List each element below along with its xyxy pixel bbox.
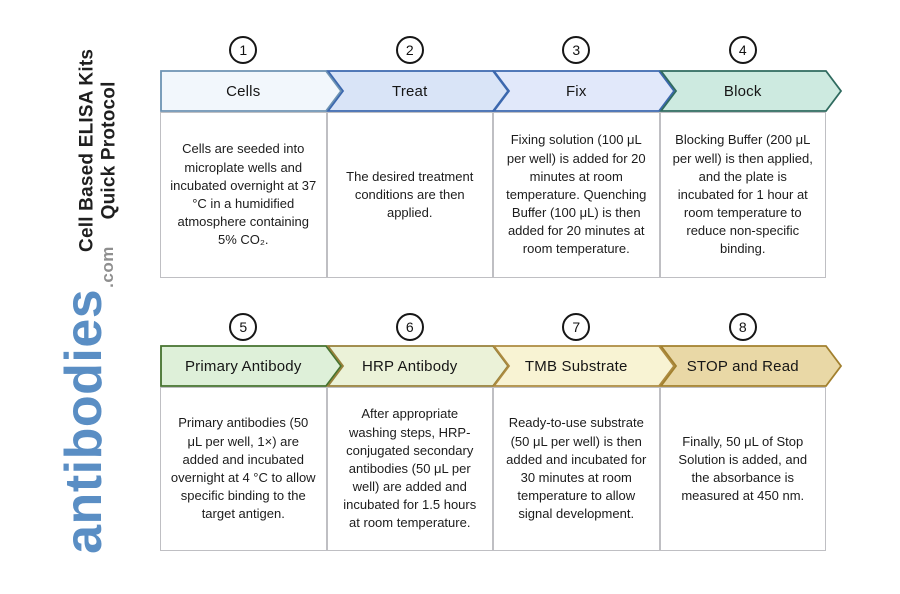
step-2-arrow: Treat <box>325 70 509 112</box>
chevron-arrow-icon <box>492 345 676 387</box>
step-5-number: 5 <box>229 313 258 341</box>
step-3-description: Fixing solution (100 μL per well) is add… <box>493 112 660 278</box>
step-4-label: Block <box>723 82 762 100</box>
brand-logo-suffix: .com <box>98 246 117 288</box>
step-6-label: HRP Antibody <box>361 357 458 375</box>
step-1-arrow: Cells <box>160 70 343 112</box>
step-2-description: The desired treatment conditions are the… <box>326 112 493 278</box>
step-7-label: TMB Substrate <box>524 357 628 375</box>
chevron-arrow-icon <box>658 345 842 387</box>
step-8-arrow: STOP and Read <box>658 345 842 387</box>
chevron-arrow-icon <box>160 345 343 387</box>
step-3-label: Fix <box>565 82 587 100</box>
step-1-label: Cells <box>226 82 261 100</box>
flow-row-top: 1 2 3 4 Cells Treat Fix <box>160 36 842 278</box>
brand-logo: antibodies.com <box>54 218 122 582</box>
chevron-arrow-icon <box>658 70 842 112</box>
arrow-band-top: Cells Treat Fix Block <box>160 70 842 112</box>
step-6-arrow: HRP Antibody <box>325 345 509 387</box>
chevron-arrow-icon <box>325 345 509 387</box>
step-number-band-top: 1 2 3 4 <box>160 36 826 64</box>
step-2-label: Treat <box>392 82 428 100</box>
chevron-arrow-icon <box>325 70 509 112</box>
step-7-number: 7 <box>562 313 591 341</box>
chevron-arrow-icon <box>492 70 676 112</box>
step-8-description: Finally, 50 μL of Stop Solution is added… <box>659 387 826 551</box>
step-1-number: 1 <box>229 36 258 64</box>
step-5-arrow: Primary Antibody <box>160 345 343 387</box>
arrow-band-bottom: Primary Antibody HRP Antibody TMB Substr… <box>160 345 842 387</box>
step-8-number: 8 <box>728 313 757 341</box>
step-4-number: 4 <box>728 36 757 64</box>
brand-logo-text: antibodies <box>55 288 113 554</box>
step-8-label: STOP and Read <box>686 357 799 375</box>
step-4-description: Blocking Buffer (200 μL per well) is the… <box>659 112 826 278</box>
step-6-number: 6 <box>395 313 424 341</box>
step-number-band-bottom: 5 6 7 8 <box>160 313 826 341</box>
flow-row-bottom: 5 6 7 8 Primary Antibody HRP Antibody <box>160 313 842 551</box>
step-7-description: Ready-to-use substrate (50 μL per well) … <box>493 387 660 551</box>
step-1-description: Cells are seeded into microplate wells a… <box>160 112 327 278</box>
step-6-description: After appropriate washing steps, HRP-con… <box>326 387 493 551</box>
step-5-label: Primary Antibody <box>184 357 302 375</box>
step-3-arrow: Fix <box>492 70 676 112</box>
description-band-top: Cells are seeded into microplate wells a… <box>160 112 826 278</box>
step-2-number: 2 <box>395 36 424 64</box>
step-5-description: Primary antibodies (50 μL per well, 1×) … <box>160 387 327 551</box>
description-band-bottom: Primary antibodies (50 μL per well, 1×) … <box>160 387 826 551</box>
step-7-arrow: TMB Substrate <box>492 345 676 387</box>
step-3-number: 3 <box>562 36 591 64</box>
chevron-arrow-icon <box>160 70 343 112</box>
step-4-arrow: Block <box>658 70 842 112</box>
